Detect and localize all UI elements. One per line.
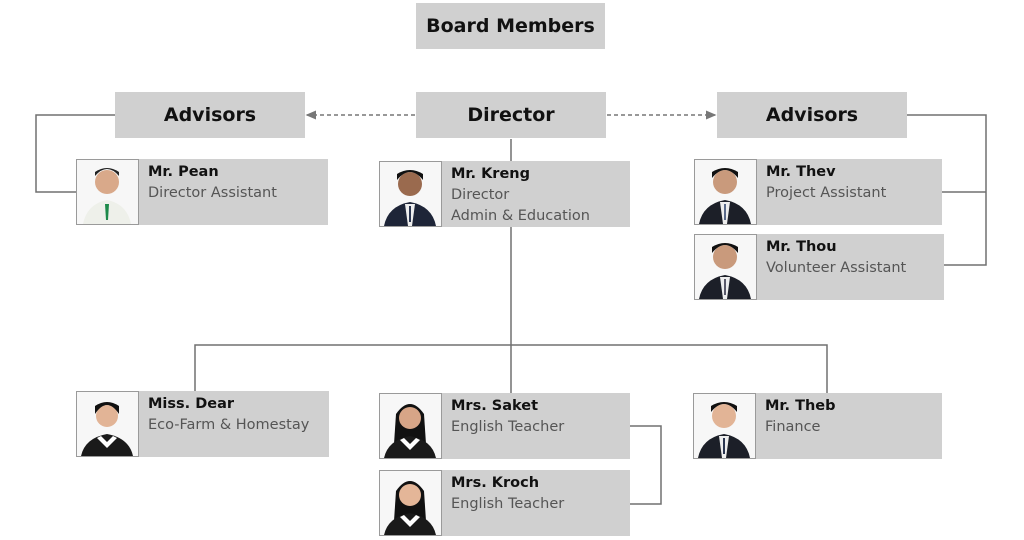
person-role: Finance: [765, 419, 821, 435]
advisors-left-box: Advisors: [115, 92, 305, 138]
portrait-photo: [694, 234, 757, 300]
person-name: Mr. Thev: [766, 164, 836, 180]
staff-bus: [194, 344, 828, 393]
board-members-title: Board Members: [416, 3, 605, 49]
advisors-right-box: Advisors: [717, 92, 907, 138]
teacher-connector: [630, 425, 662, 505]
person-role: Project Assistant: [766, 185, 887, 201]
person-name: Mrs. Kroch: [451, 475, 540, 491]
portrait-photo: [694, 159, 757, 225]
director-label: Director: [467, 104, 555, 126]
person-role: Volunteer Assistant: [766, 260, 907, 276]
person-role: Director Assistant: [148, 185, 277, 201]
person-role: English Teacher: [451, 419, 565, 435]
person-role-2: Admin & Education: [451, 208, 590, 224]
advisors-left-label: Advisors: [163, 104, 257, 126]
person-name: Mrs. Saket: [451, 398, 539, 414]
person-name: Mr. Pean: [148, 164, 219, 180]
portrait-photo: [379, 470, 442, 536]
person-name: Miss. Dear: [148, 396, 235, 412]
person-role: Eco-Farm & Homestay: [148, 417, 310, 433]
person-name: Mr. Thou: [766, 239, 837, 255]
person-name: Mr. Kreng: [451, 166, 530, 182]
board-members-label: Board Members: [426, 15, 595, 37]
person-name: Mr. Theb: [765, 398, 836, 414]
portrait-photo: [76, 391, 139, 457]
portrait-photo: [693, 393, 756, 459]
person-role: Director: [451, 187, 510, 203]
left-advisor-connector: [35, 114, 115, 193]
portrait-photo: [379, 393, 442, 459]
portrait-photo: [76, 159, 139, 225]
advisors-right-label: Advisors: [765, 104, 859, 126]
director-box: Director: [416, 92, 606, 138]
portrait-photo: [379, 161, 442, 227]
person-role: English Teacher: [451, 496, 565, 512]
right-advisor-connector: [907, 114, 987, 266]
